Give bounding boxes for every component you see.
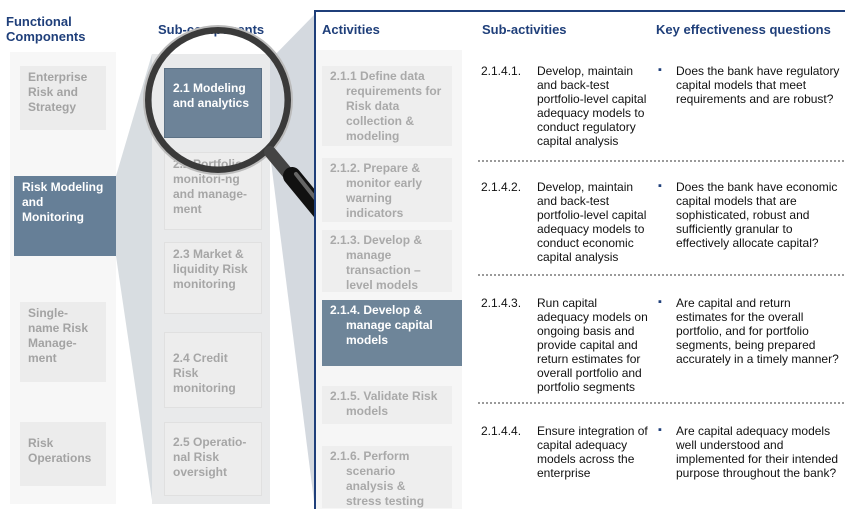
activity-capital-models[interactable]: 2.1.4. Develop & manage capital models — [322, 300, 462, 366]
subactivity-text: Develop, maintain and back-test portfoli… — [537, 64, 647, 148]
subactivity-text: Develop, maintain and back-test portfoli… — [537, 180, 647, 264]
bullet-icon: ▪ — [658, 180, 662, 192]
bullet-icon: ▪ — [658, 424, 662, 436]
subactivity-row-1: 2.1.4.1. Develop, maintain and back-test … — [481, 64, 651, 148]
subcomponent-credit-risk[interactable]: 2.4 Credit Risk monitoring — [164, 332, 262, 408]
subactivity-text: Run capital adequacy models on ongoing b… — [537, 296, 648, 394]
question-text: Does the bank have economic capital mode… — [676, 180, 838, 250]
question-text: Are capital and return estimates for the… — [676, 296, 839, 366]
subcomponent-modeling-analytics[interactable]: 2.1 Modeling and analytics — [164, 68, 262, 138]
row-divider — [478, 274, 844, 276]
row-divider — [478, 402, 844, 404]
questions-header: Key effectiveness questions — [656, 22, 831, 37]
subcomponent-operational-risk[interactable]: 2.5 Operatio-nal Risk oversight — [164, 422, 262, 496]
functional-components-header: Functional Components — [6, 14, 86, 44]
functional-item-risk-modeling[interactable]: Risk Modeling and Monitoring — [14, 176, 116, 256]
bullet-icon: ▪ — [658, 64, 662, 76]
functional-item-risk-operations[interactable]: Risk Operations — [20, 422, 106, 486]
subactivity-row-3: 2.1.4.3. Run capital adequacy models on o… — [481, 296, 651, 394]
activity-transaction-models[interactable]: 2.1.3. Develop & manage transaction – le… — [322, 230, 452, 292]
subactivity-row-2: 2.1.4.2. Develop, maintain and back-test … — [481, 180, 651, 264]
subactivities-header: Sub-activities — [482, 22, 567, 37]
subcomponent-market-liquidity[interactable]: 2.3 Market & liquidity Risk monitoring — [164, 242, 262, 314]
subactivity-row-4: 2.1.4.4. Ensure integration of capital ad… — [481, 424, 651, 480]
functional-item-enterprise[interactable]: Enterprise Risk and Strategy — [20, 66, 106, 130]
functional-item-single-name[interactable]: Single-name Risk Manage-ment — [20, 302, 106, 382]
subactivity-number: 2.1.4.3. — [481, 296, 522, 310]
subactivity-number: 2.1.4.4. — [481, 424, 522, 438]
row-divider — [478, 160, 844, 162]
functional-connector — [116, 54, 152, 500]
activity-define-data[interactable]: 2.1.1 Define data requirements for Risk … — [322, 66, 452, 146]
question-text: Does the bank have regulatory capital mo… — [676, 64, 840, 106]
question-row-4: ▪ Are capital adequacy models well unders… — [656, 424, 842, 480]
subactivity-number: 2.1.4.1. — [481, 64, 522, 78]
question-row-2: ▪ Does the bank have economic capital mod… — [656, 180, 842, 250]
bullet-icon: ▪ — [658, 296, 662, 308]
activity-stress-testing[interactable]: 2.1.6. Perform scenario analysis & stres… — [322, 446, 452, 508]
question-row-3: ▪ Are capital and return estimates for th… — [656, 296, 842, 366]
question-row-1: ▪ Does the bank have regulatory capital m… — [656, 64, 842, 106]
subactivity-text: Ensure integration of capital adequacy m… — [537, 424, 648, 480]
activity-early-warning[interactable]: 2.1.2. Prepare & monitor early warning i… — [322, 158, 452, 222]
subactivity-number: 2.1.4.2. — [481, 180, 522, 194]
activities-header: Activities — [322, 22, 380, 37]
activity-validate-models[interactable]: 2.1.5. Validate Risk models — [322, 386, 452, 424]
question-text: Are capital adequacy models well underst… — [676, 424, 839, 480]
